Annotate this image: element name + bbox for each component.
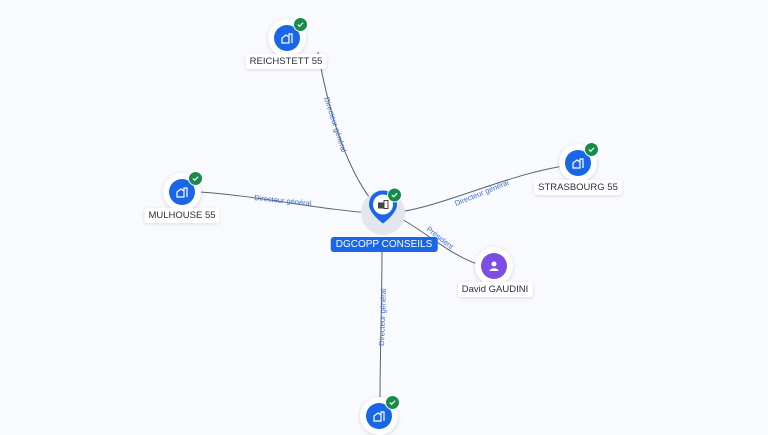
center-node[interactable] [368, 187, 402, 235]
node-label-reichstett: REICHSTETT 55 [245, 54, 327, 69]
node-label-strasbourg: STRASBOURG 55 [534, 180, 622, 195]
node-mulhouse[interactable] [163, 171, 203, 211]
node-reichstett[interactable] [268, 17, 308, 57]
verified-check-icon [188, 171, 203, 186]
node-strasbourg[interactable] [559, 142, 599, 182]
node-david-gaudini[interactable] [475, 247, 513, 285]
verified-check-icon [387, 187, 402, 203]
edge-mulhouse [199, 191, 384, 215]
edge-label-reichstett: Directeur général [322, 96, 348, 154]
node-label-david-gaudini: David GAUDINI [457, 282, 533, 297]
edge-label-bottom: Directeur général [377, 288, 388, 346]
person-icon [481, 253, 507, 279]
edge-label-strasbourg: Directeur général [453, 178, 510, 208]
verified-check-icon [584, 142, 599, 157]
node-bottom-company[interactable] [360, 395, 400, 435]
verified-check-icon [293, 17, 308, 32]
edge-bottom [379, 249, 383, 406]
edge-label-mulhouse: Directeur général [254, 193, 312, 208]
building-icon [378, 202, 384, 209]
center-node-label[interactable]: DGCOPP CONSEILS [330, 237, 438, 252]
edge-president [399, 217, 481, 266]
verified-check-icon [385, 395, 400, 410]
node-label-mulhouse: MULHOUSE 55 [144, 208, 220, 223]
